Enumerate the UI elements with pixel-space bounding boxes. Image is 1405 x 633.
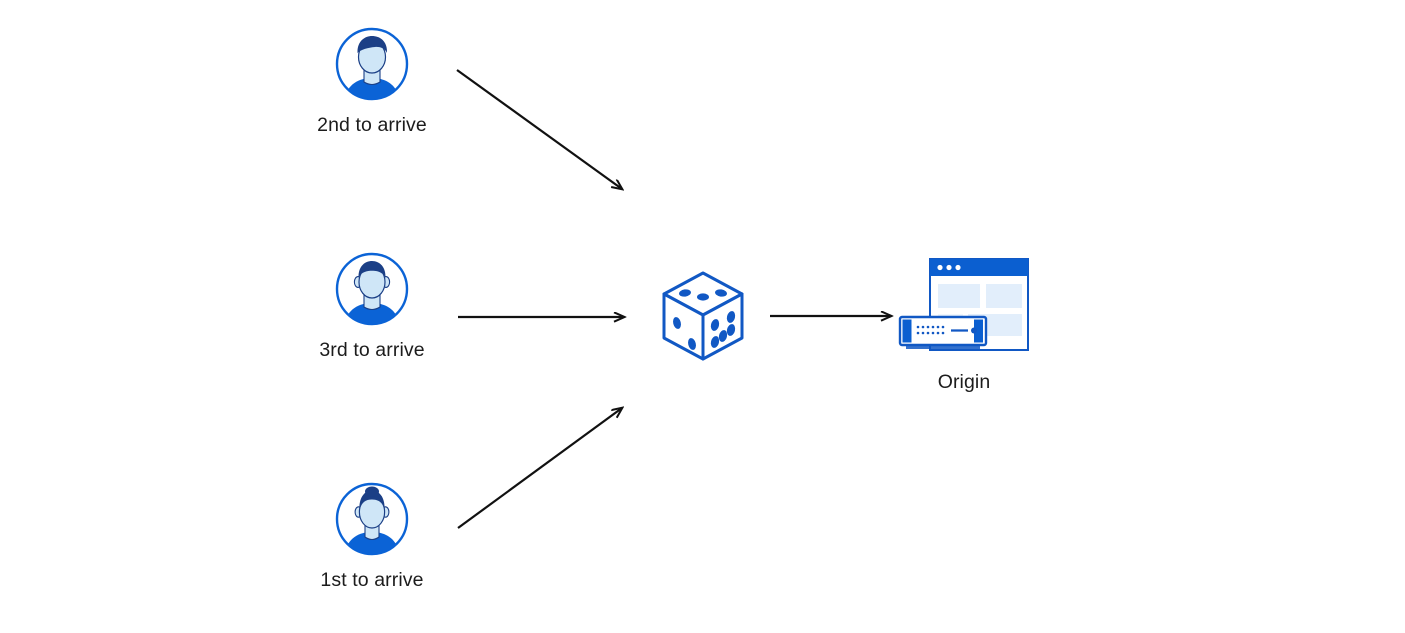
arrow-user-1st-to-dice [457,408,622,529]
node-label-origin: Origin [937,371,991,393]
user-avatar-icon [334,26,410,102]
user-avatar-icon [334,251,410,327]
arrow-user-2nd-to-dice [456,69,622,189]
user-avatar-icon [334,481,410,557]
node-user-3rd[interactable]: 3rd to arrive [319,251,425,361]
node-origin[interactable]: Origin [898,255,1030,393]
node-user-2nd[interactable]: 2nd to arrive [317,26,427,136]
node-dice[interactable] [657,268,749,364]
node-label-user-3rd: 3rd to arrive [319,339,425,361]
node-user-1st[interactable]: 1st to arrive [320,481,423,591]
node-label-user-1st: 1st to arrive [320,569,424,591]
origin-server-icon [898,255,1030,359]
node-label-user-2nd: 2nd to arrive [317,114,427,136]
dice-cube-icon [657,268,749,364]
server-device-icon [898,315,988,349]
